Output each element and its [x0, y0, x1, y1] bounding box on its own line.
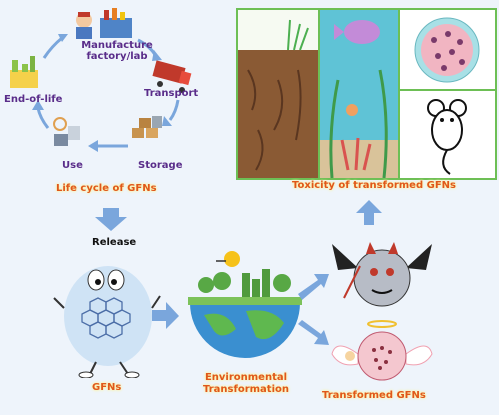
storage-icon — [132, 116, 162, 138]
use-icon — [53, 117, 80, 146]
mouse-icon — [427, 99, 467, 175]
lifecycle-diagram — [10, 8, 192, 152]
arrowhead-1 — [152, 50, 162, 61]
label-environmental: Environmental Transformation — [203, 372, 289, 395]
label-manufacture: Manufacture factory/lab — [81, 40, 153, 62]
earth-hemisphere — [190, 303, 300, 358]
arrowhead-4 — [32, 100, 44, 110]
sun-icon — [224, 251, 240, 267]
factory-icon — [76, 8, 132, 39]
label-gfns: GFNs — [92, 382, 122, 393]
arrow-use-endoflife — [36, 107, 50, 129]
arrow-to-environment — [152, 302, 179, 329]
release-arrow — [95, 208, 127, 231]
trident-icon — [343, 265, 361, 299]
arrow-to-angel — [298, 320, 329, 345]
arrow-to-toxicity — [356, 200, 382, 225]
cells-icon — [431, 31, 465, 71]
label-transformed-gfns: Transformed GFNs — [322, 390, 426, 401]
label-transport: Transport — [144, 88, 199, 99]
toxicity-panel — [236, 8, 497, 180]
coral-icon — [340, 137, 372, 171]
arrow-transport-storage — [168, 99, 180, 121]
devil-gfn-icon — [332, 242, 432, 307]
label-storage: Storage — [138, 160, 183, 171]
grass-icon — [287, 19, 309, 51]
arrowhead-3 — [88, 140, 98, 152]
halo-icon — [367, 320, 397, 328]
label-toxicity: Toxicity of transformed GFNs — [292, 180, 456, 191]
arrowhead-5 — [58, 34, 68, 42]
fish-icon — [344, 20, 380, 44]
ice-cream-icon — [345, 351, 355, 361]
arrow-endoflife-manufacture — [42, 36, 63, 59]
gfn-body — [64, 266, 152, 366]
graphene-lattice-icon — [81, 297, 131, 339]
angel-gfn-icon — [331, 320, 433, 381]
lifecycle-title: Life cycle of GFNs — [56, 183, 157, 194]
end-of-life-icon — [10, 56, 38, 88]
soil-panel — [238, 50, 318, 178]
toxicity-illustrations — [238, 10, 495, 178]
trees-icon — [198, 272, 291, 293]
shell-icon — [346, 104, 358, 116]
gfn-character — [53, 266, 161, 378]
truck-icon — [152, 60, 192, 93]
label-release: Release — [92, 237, 137, 248]
arrowhead-2 — [162, 116, 172, 126]
label-use: Use — [62, 160, 83, 171]
environment-earth — [188, 251, 302, 358]
city-icon — [242, 269, 270, 297]
arrow-to-devil — [298, 274, 329, 300]
label-end-of-life: End-of-life — [4, 94, 63, 105]
